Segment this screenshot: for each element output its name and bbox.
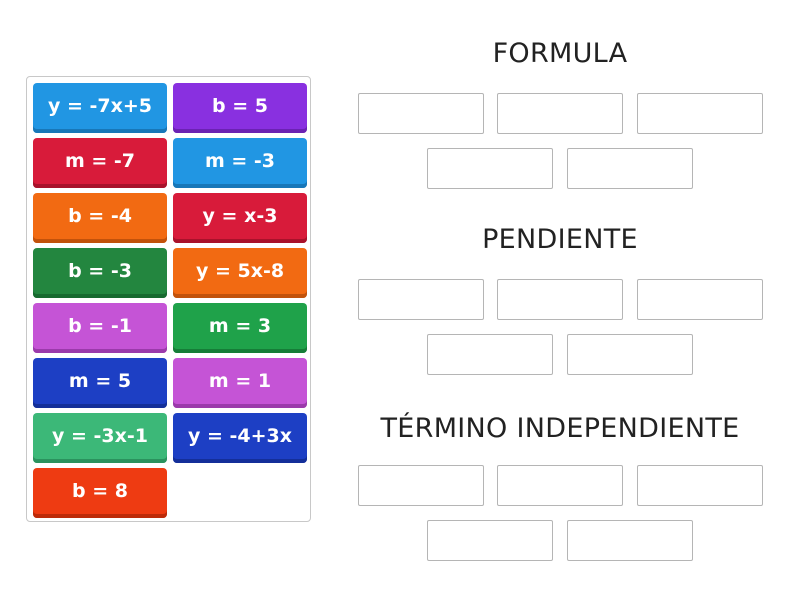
formula-drop-slot[interactable]: [427, 148, 553, 189]
tile-intercept-3[interactable]: b = -3: [33, 248, 167, 298]
formula-drop-slot[interactable]: [637, 93, 763, 134]
termino-independiente-drop-slot[interactable]: [567, 520, 693, 561]
tile-slope-1[interactable]: m = -7: [33, 138, 167, 188]
tile-slope-4[interactable]: m = 5: [33, 358, 167, 408]
group-title-formula: FORMULA: [492, 38, 628, 69]
tile-formula-2[interactable]: y = x-3: [173, 193, 307, 243]
termino-independiente-drop-slot[interactable]: [637, 465, 763, 506]
formula-drop-slot[interactable]: [358, 93, 484, 134]
tile-bank: [26, 76, 311, 522]
tile-slope-5[interactable]: m = 1: [173, 358, 307, 408]
tile-intercept-5[interactable]: b = 8: [33, 468, 167, 518]
tile-intercept-4[interactable]: b = -1: [33, 303, 167, 353]
formula-drop-slot[interactable]: [567, 148, 693, 189]
tile-slope-3[interactable]: m = 3: [173, 303, 307, 353]
group-title-termino-independiente: TÉRMINO INDEPENDIENTE: [380, 413, 740, 444]
tile-formula-3[interactable]: y = 5x-8: [173, 248, 307, 298]
tile-intercept-2[interactable]: b = -4: [33, 193, 167, 243]
tile-slope-2[interactable]: m = -3: [173, 138, 307, 188]
tile-formula-1[interactable]: y = -7x+5: [33, 83, 167, 133]
termino-independiente-drop-slot[interactable]: [427, 520, 553, 561]
group-title-pendiente: PENDIENTE: [482, 224, 638, 255]
pendiente-drop-slot[interactable]: [358, 279, 484, 320]
termino-independiente-drop-slot[interactable]: [358, 465, 484, 506]
pendiente-drop-slot[interactable]: [427, 334, 553, 375]
tile-intercept-1[interactable]: b = 5: [173, 83, 307, 133]
pendiente-drop-slot[interactable]: [567, 334, 693, 375]
formula-drop-slot[interactable]: [497, 93, 623, 134]
tile-formula-4[interactable]: y = -3x-1: [33, 413, 167, 463]
pendiente-drop-slot[interactable]: [497, 279, 623, 320]
tile-formula-5[interactable]: y = -4+3x: [173, 413, 307, 463]
pendiente-drop-slot[interactable]: [637, 279, 763, 320]
termino-independiente-drop-slot[interactable]: [497, 465, 623, 506]
